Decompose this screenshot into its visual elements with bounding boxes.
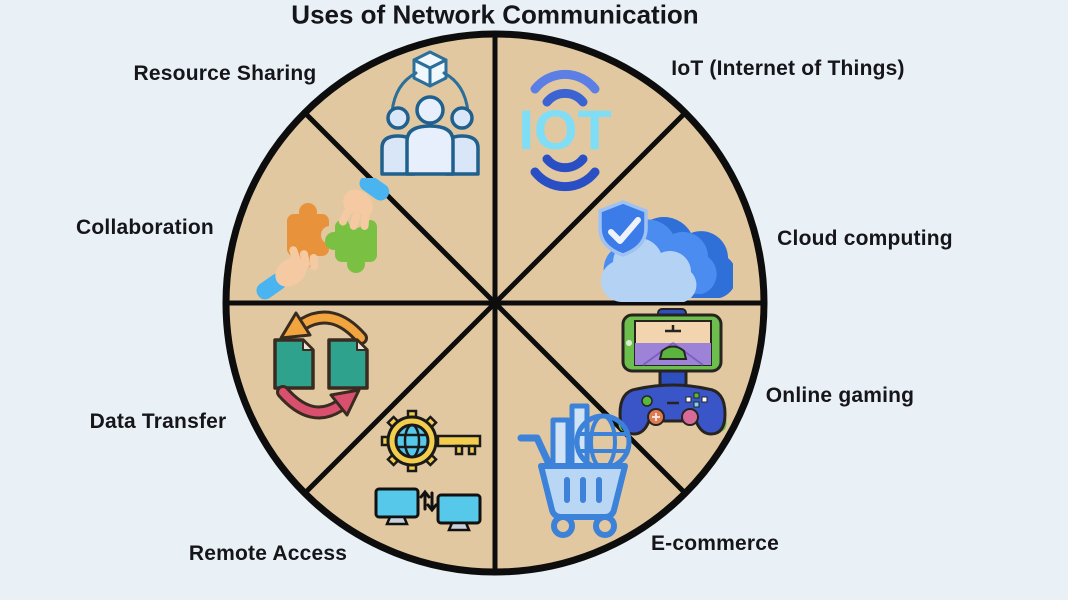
- puzzle-hands-icon: [256, 178, 390, 300]
- segment-label-online-gaming: Online gaming: [765, 384, 915, 407]
- iot-letters: IOT: [518, 98, 611, 161]
- resource-sharing-icon: [380, 50, 480, 176]
- cloud-shield-icon: [598, 200, 733, 302]
- gear-key-monitors-icon: [374, 409, 482, 532]
- segment-label-remote-access: Remote Access: [188, 542, 348, 565]
- segment-label-data-transfer: Data Transfer: [89, 410, 227, 433]
- segment-label-cloud-computing: Cloud computing: [777, 227, 953, 250]
- diagram-title: Uses of Network Communication: [291, 0, 699, 30]
- shopping-cart-globe-icon: [517, 403, 632, 538]
- iot-icon: IOT: [518, 69, 612, 192]
- documents-sync-arrows-icon: [273, 310, 369, 420]
- segment-label-iot: IoT (Internet of Things): [671, 57, 905, 80]
- gamepad-phone-icon: [618, 308, 727, 436]
- segment-label-collaboration: Collaboration: [76, 216, 214, 239]
- segment-label-ecommerce: E-commerce: [650, 532, 780, 555]
- segment-label-resource-sharing: Resource Sharing: [133, 62, 317, 85]
